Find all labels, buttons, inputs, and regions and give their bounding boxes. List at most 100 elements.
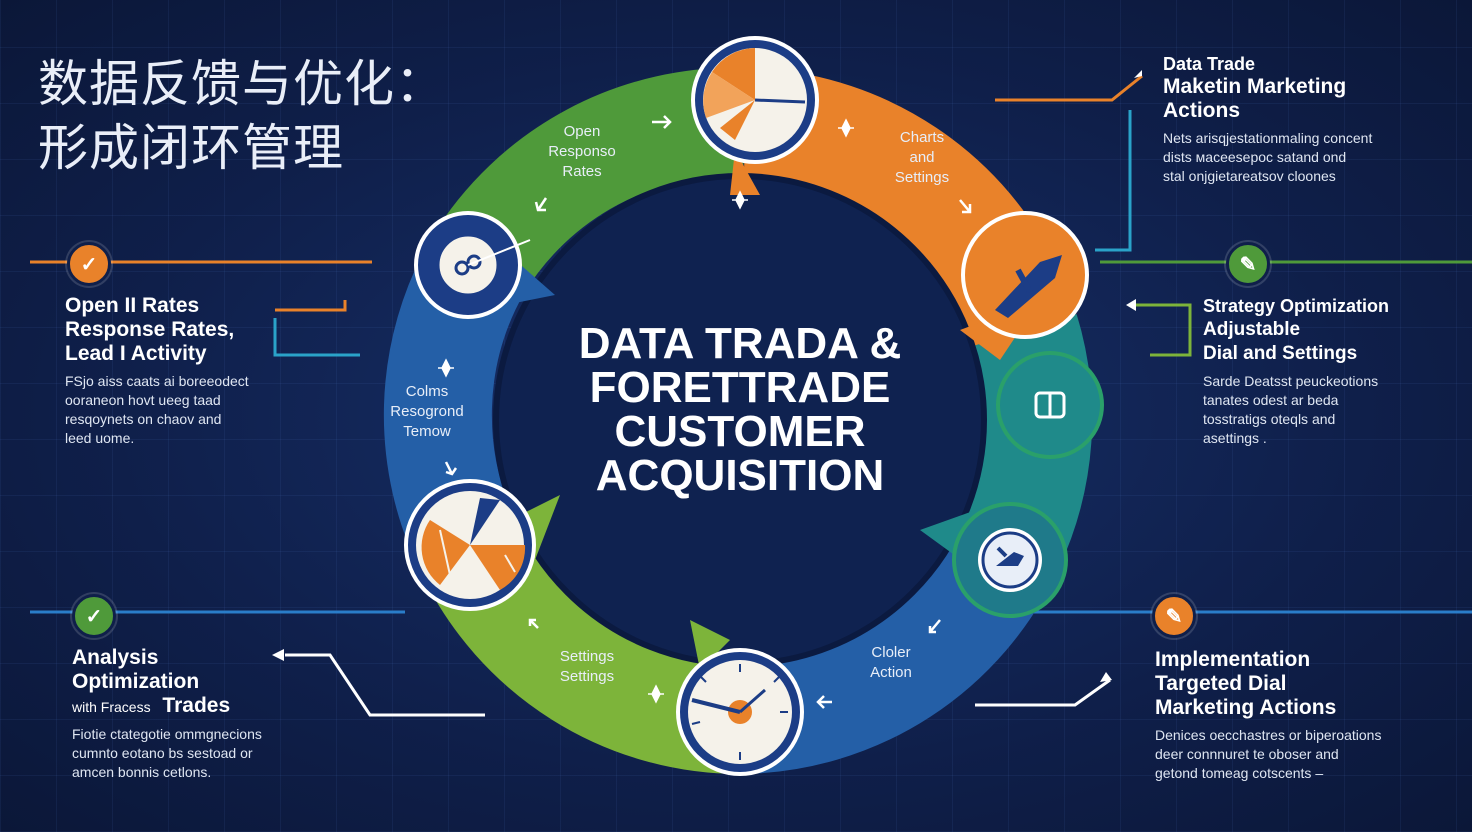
tool-icon: ✎	[1152, 594, 1196, 638]
segment-text: Action	[870, 664, 912, 681]
flow-arrow-3	[959, 199, 972, 214]
pen-icon: ✎	[1226, 242, 1270, 286]
panel-body-line: stal onjgietarеatsov cloones	[1163, 168, 1336, 184]
center-line-2: FORETTRADE	[589, 363, 891, 412]
panel-body: FSjo aiss caats ai boreeodect ooraneon h…	[65, 372, 249, 448]
panel-heading: Open II Rates	[65, 294, 200, 317]
center-line-4: ACQUISITION	[595, 451, 885, 500]
center-line-3: CUSTOMER	[614, 407, 866, 456]
check-icon: ✓	[72, 594, 116, 638]
segment-text: Cloler	[871, 644, 911, 661]
connector-top-right	[995, 74, 1143, 102]
connector-left-cyan	[273, 318, 360, 357]
panel-body: Fiotie ctategotie ommgnecions cumnto eot…	[72, 725, 262, 782]
flow-arrow-7	[816, 695, 832, 709]
flow-arrow-5	[528, 618, 539, 629]
connector-analysis	[285, 653, 485, 717]
segment-text: Resogrond	[390, 403, 464, 420]
panel-implementation: Implementation Targeted Dial Marketing A…	[1155, 648, 1381, 783]
center-heading: DATA TRADA & FORETTRADE CUSTOMER ACQUISI…	[540, 322, 940, 498]
panel-heading: Optimization	[72, 670, 200, 693]
sparkle-2	[438, 358, 454, 378]
segment-label-bottom-blue: Cloler Action	[826, 643, 956, 683]
sparkle-3	[648, 684, 664, 704]
arrowhead-bottom	[690, 620, 730, 670]
panel-heading: Marketing Actions	[1155, 696, 1337, 719]
flow-arrow-6	[928, 619, 941, 634]
panel-heading-row: with Fracess Trades	[72, 694, 262, 719]
segment-text: Rates	[562, 163, 602, 180]
icon-lower-left	[404, 479, 536, 611]
flow-arrow-2	[534, 197, 548, 212]
panel-heading: Lead I Activity	[65, 342, 207, 365]
panel-heading: Data Trade	[1163, 54, 1256, 74]
segment-text: Responso	[548, 143, 616, 160]
panel-body-line: Sarde Deatsst peuckeotions	[1203, 373, 1379, 389]
panel-heading: Dial and Settings	[1203, 343, 1358, 364]
segment-text: Charts	[899, 129, 945, 146]
panel-body-line: cumnto eotano bs sestoad or	[72, 745, 253, 761]
panel-body-line: FSjo aiss caats ai boreeodect	[65, 373, 249, 389]
flow-arrow-1	[652, 115, 672, 129]
title-line-1: 数据反馈与优化：	[38, 55, 446, 113]
panel-open-rates: Open II Rates Response Rates, Lead I Act…	[65, 294, 249, 448]
panel-body-line: amcen bonnis cetlons.	[72, 764, 212, 780]
segment-text: Settings	[559, 648, 615, 665]
pointer-strategy	[1126, 299, 1136, 311]
panel-body-line: deer connnuret te oboser and	[1155, 746, 1339, 762]
panel-heading: Response Rates,	[65, 318, 235, 341]
panel-body-line: leed uome.	[65, 430, 135, 446]
segment-text: and	[909, 149, 935, 166]
segment-text: Settings	[894, 169, 950, 186]
icon-lower-right	[952, 502, 1068, 618]
flow-arrow-4	[444, 461, 458, 476]
pointer-arrow-icon	[961, 211, 1089, 339]
connector-strategy	[1130, 303, 1192, 357]
arrowhead-lower-left	[510, 495, 560, 560]
segment-text: Open	[563, 123, 601, 140]
segment-text: Settings	[559, 668, 615, 685]
segment-label-left-blue: Colms Resogrond Temow	[362, 382, 492, 442]
page-title: 数据反馈与优化： 形成闭环管理	[38, 52, 446, 180]
panel-heading: Targeted Dial	[1155, 672, 1287, 695]
panel-body-line: dists мaceesepoc satand ond	[1163, 149, 1347, 165]
icon-right	[996, 351, 1104, 459]
panel-body-line: ooraneon hovt ueeg taad	[65, 392, 221, 408]
panel-body-line: asettings .	[1203, 430, 1267, 446]
panel-body-line: tanates odеst ar beda	[1203, 392, 1339, 408]
segment-text: Colms	[405, 383, 449, 400]
sparkle-1	[838, 118, 854, 138]
panel-data-trade: Data Trade Maketin Marketing Actions Net…	[1163, 53, 1372, 186]
panel-body-line: tosstratigs oteqls and	[1203, 411, 1336, 427]
panel-body-line: Fiotie ctategotie ommgnecions	[72, 726, 262, 742]
panel-analysis-optimization: Analysis Optimization with Fracess Trade…	[72, 646, 262, 782]
panel-heading: Adjustable	[1203, 319, 1301, 340]
segment-label-bottom-green: Settings Settings	[522, 647, 652, 687]
connector-right-cyan	[1095, 110, 1132, 252]
panel-heading-tail: Trades	[162, 694, 231, 717]
panel-body: Sarde Deatsst peuckeotions tanates odеst…	[1203, 372, 1389, 448]
pointer-top-right	[1134, 70, 1142, 78]
connector-implementation	[975, 678, 1111, 707]
segment-label-top-green: Open Responso Rates	[517, 122, 647, 182]
center-line-1: DATA TRADA &	[578, 319, 902, 368]
connector-left-open	[275, 300, 347, 312]
panel-body: Denices oecchastres or biperoations deer…	[1155, 726, 1381, 783]
check-icon: ✓	[67, 242, 111, 286]
segment-label-top-orange: Charts and Settings	[857, 128, 987, 188]
panel-body-line: Nets arisqjestationmaling concent	[1163, 130, 1373, 146]
segment-text: Temow	[403, 423, 451, 440]
sparkle-4	[732, 190, 748, 210]
panel-heading: Actions	[1163, 99, 1241, 122]
icon-bottom	[676, 648, 804, 776]
panel-body-line: resqoynets on chaov and	[65, 411, 222, 427]
panel-strategy-optimization: Strategy Optimization Adjustable Dial an…	[1203, 294, 1389, 448]
panel-body-line: getond tomeag cotscents –	[1155, 765, 1324, 781]
flow-arrows	[438, 115, 972, 709]
icon-upper-right	[961, 211, 1089, 339]
pointer-analysis	[272, 649, 284, 661]
title-line-2: 形成闭环管理	[38, 119, 344, 177]
panel-heading: Strategy Optimization	[1203, 296, 1390, 316]
panel-heading: Implementation	[1155, 648, 1311, 671]
